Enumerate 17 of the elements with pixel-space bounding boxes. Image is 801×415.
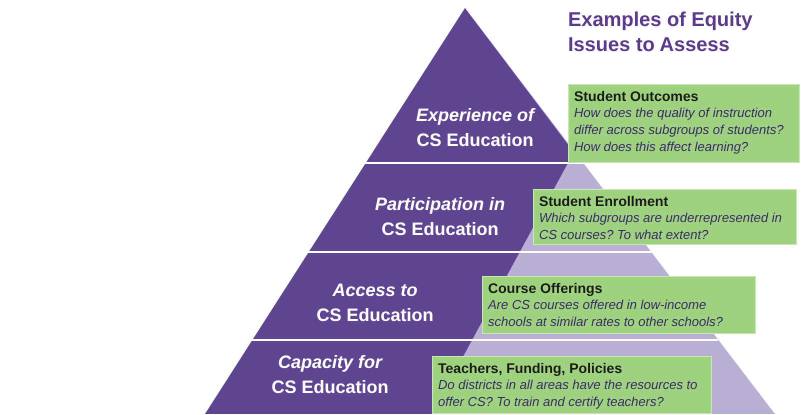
info-box — [533, 189, 797, 245]
level-label: Access to CS Education — [300, 278, 450, 328]
box-heading: Course Offerings — [488, 280, 604, 296]
level-label: Capacity for CS Education — [255, 350, 405, 400]
box-text: Do districts in all areas have the resources to offer CS? To train and certify teachers? — [438, 376, 698, 410]
box-heading: Teachers, Funding, Policies — [438, 360, 624, 376]
box-text: How does the quality of instruction differ across subgroups of students? How does this affect learning? — [574, 104, 785, 155]
box-heading: Student Outcomes — [574, 88, 700, 104]
info-box — [568, 84, 800, 163]
level-label: Experience of CS Education — [405, 103, 545, 153]
box-text: Are CS courses offered in low-income schools at similar rates to other schools? — [488, 296, 724, 330]
info-box — [432, 356, 712, 414]
box-heading: Student Enrollment — [539, 193, 670, 209]
title: Examples of Equity Issues to Assess — [568, 8, 754, 58]
level-label: Participation in CS Education — [355, 192, 525, 242]
info-box — [482, 276, 756, 334]
box-text: Which subgroups are underrepresented in CS courses? To what extent? — [539, 209, 783, 243]
